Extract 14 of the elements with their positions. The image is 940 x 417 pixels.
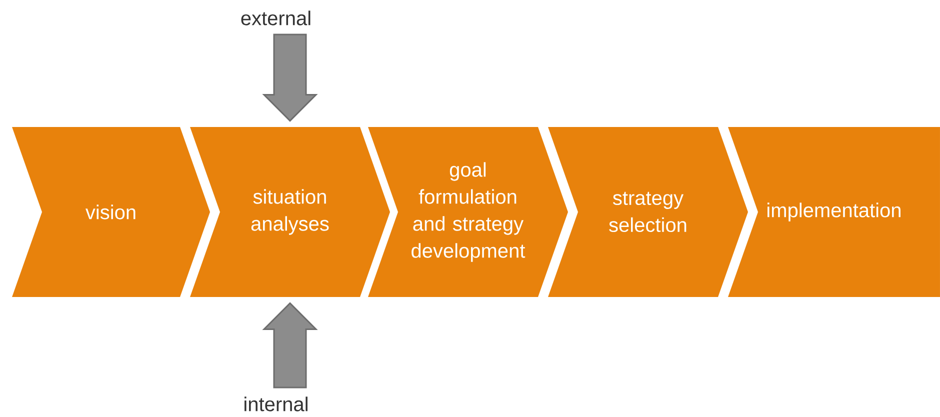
node-label: goal formulation and strategy development [412, 162, 526, 262]
block-arrow [262, 302, 318, 388]
process-step: goal formulation and strategy development [368, 127, 568, 297]
block-arrow [262, 34, 318, 122]
process-step: situation analyses [190, 127, 390, 297]
node-label: situation analyses [251, 189, 329, 235]
arrow-label: internal [244, 396, 308, 412]
process-step: implementation [728, 127, 940, 297]
process-step: strategy selection [548, 127, 748, 297]
process-step: vision [12, 127, 210, 297]
arrow-label: external [241, 10, 310, 26]
node-label: strategy selection [609, 192, 686, 232]
node-label: implementation [768, 202, 900, 222]
node-label: vision [86, 204, 136, 220]
